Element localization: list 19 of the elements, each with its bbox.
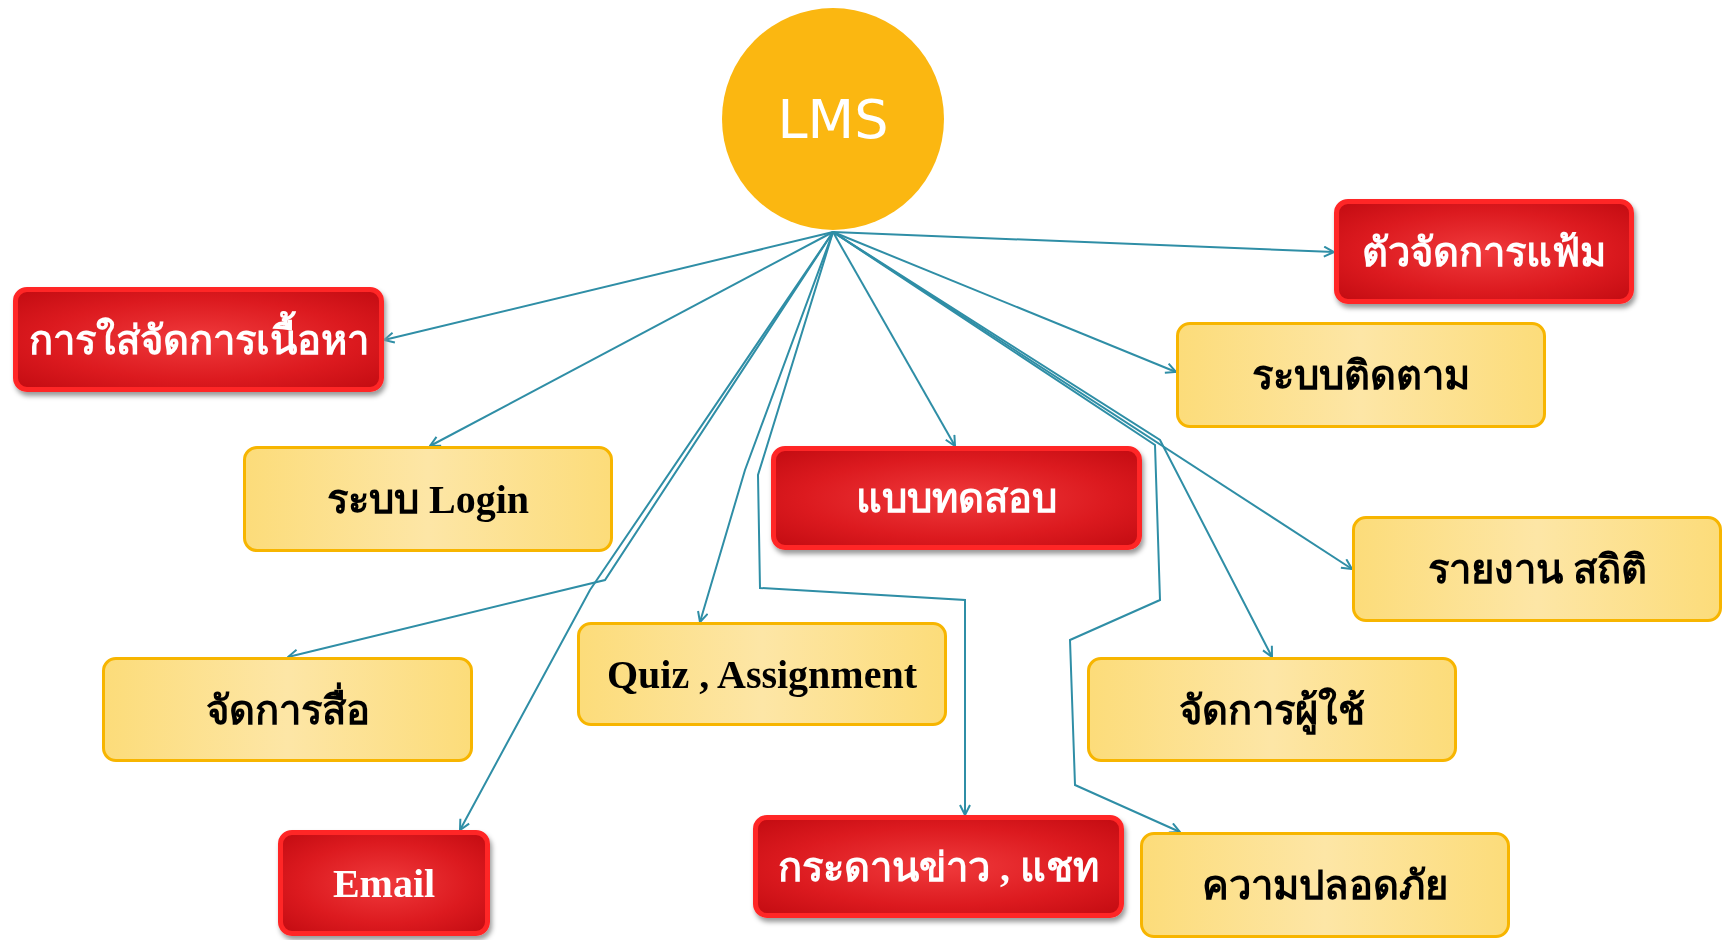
module-box: จัดการสื่อ (102, 657, 473, 762)
module-box: กระดานข่าว , แชท (753, 815, 1124, 918)
arrow (832, 231, 956, 447)
arrow (757, 231, 971, 816)
module-box: การใส่จัดการเนื้อหา (13, 287, 384, 392)
hub-circle: LMS (722, 8, 944, 230)
arrow (459, 231, 834, 831)
module-box: รายงาน สถิติ (1352, 516, 1722, 622)
module-box: Quiz , Assignment (577, 622, 947, 726)
arrow (832, 231, 1335, 258)
module-box: ตัวจัดการแฟ้ม (1334, 199, 1634, 304)
module-box: ความปลอดภัย (1140, 832, 1510, 938)
arrow (383, 231, 834, 344)
module-box: ระบบ Login (243, 446, 613, 552)
arrow (429, 231, 834, 447)
module-box: จัดการผู้ใช้ (1087, 657, 1457, 762)
module-box: ระบบติดตาม (1176, 322, 1546, 428)
module-box: แบบทดสอบ (771, 446, 1142, 550)
module-box: Email (278, 830, 490, 936)
